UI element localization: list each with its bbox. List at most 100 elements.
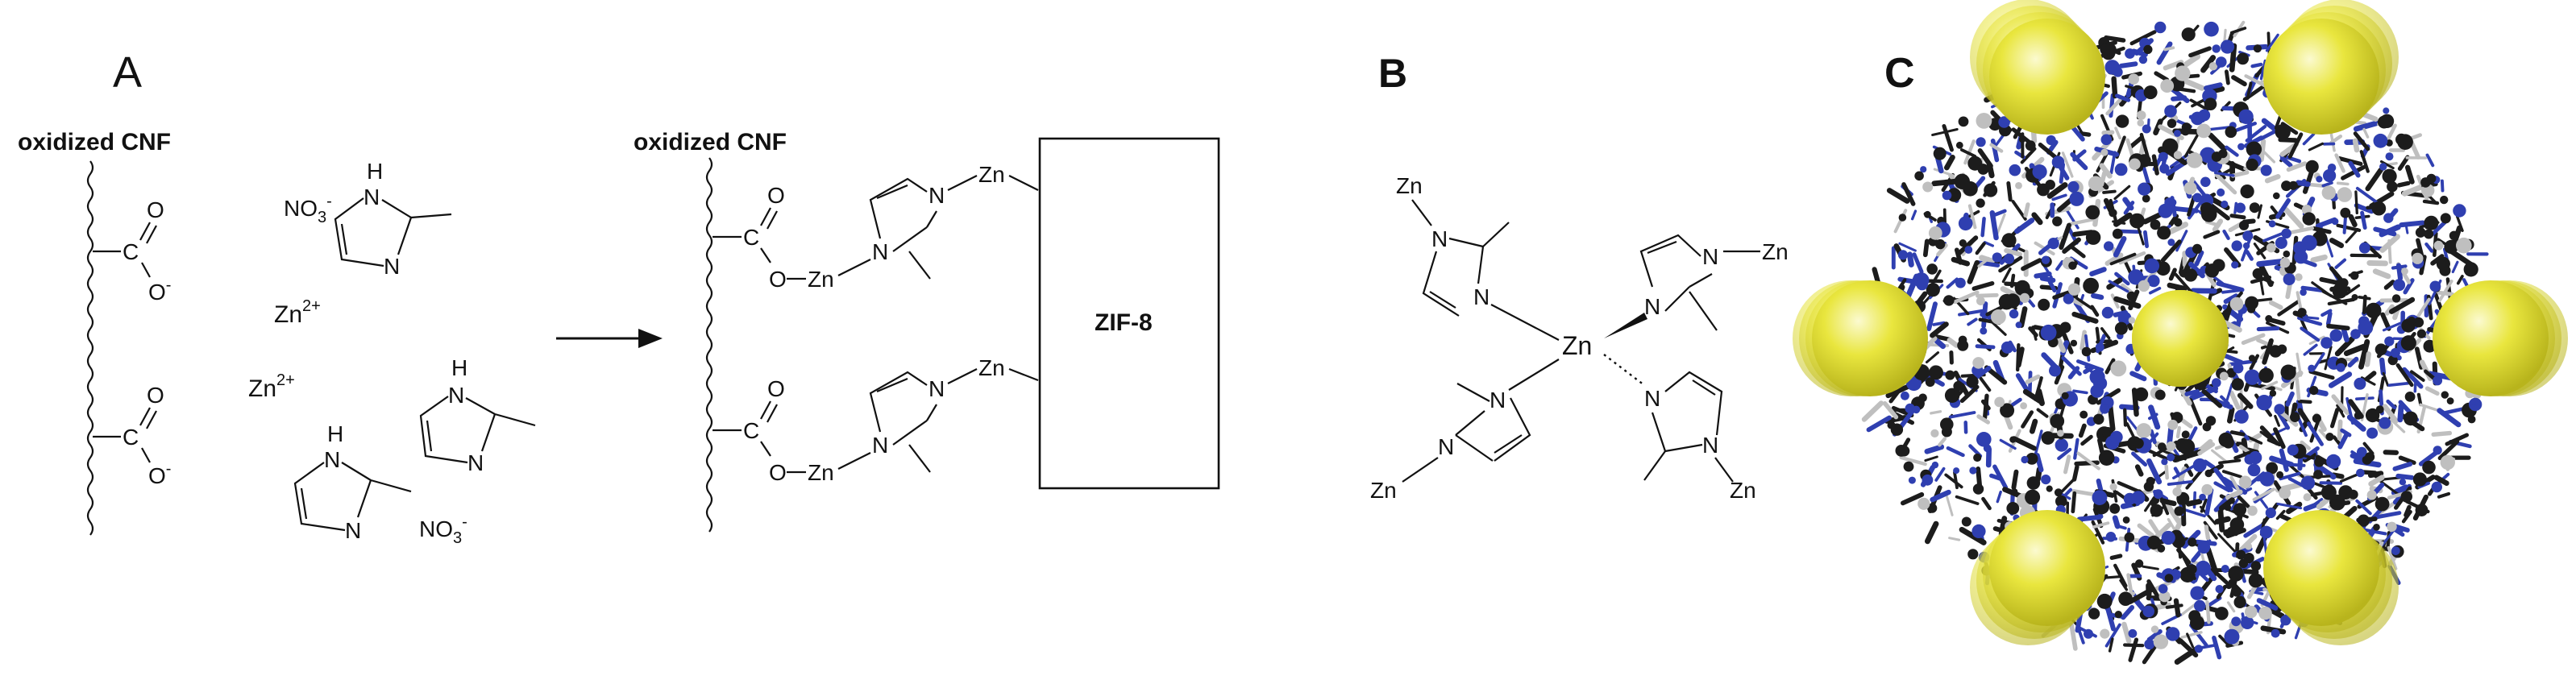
framework-bond	[2226, 601, 2236, 613]
framework-bond	[1934, 466, 1946, 482]
framework-atom	[2167, 238, 2175, 247]
framework-bond	[2437, 439, 2460, 461]
framework-atom	[2373, 133, 2388, 148]
framework-bond	[2023, 202, 2030, 218]
framework-bond	[2073, 437, 2079, 460]
framework-atom	[2258, 606, 2272, 620]
framework-bond	[2114, 126, 2121, 140]
svg-text:N: N	[467, 450, 484, 475]
framework-atom	[2231, 378, 2244, 391]
framework-atom	[2365, 408, 2380, 423]
framework-atom	[2332, 283, 2348, 299]
framework-atom	[2172, 487, 2182, 497]
framework-atom	[1901, 391, 1909, 400]
framework-atom	[1955, 277, 1966, 288]
framework-bond	[2100, 327, 2111, 340]
framework-bond	[2020, 147, 2037, 164]
framework-bond	[2188, 398, 2203, 426]
framework-bond	[2204, 525, 2210, 541]
svg-text:N: N	[1431, 226, 1448, 251]
framework-atom	[2440, 195, 2449, 205]
framework-bond	[2364, 351, 2371, 367]
framework-bond	[1949, 350, 1954, 365]
framework-atom	[2383, 213, 2394, 223]
framework-bond	[2129, 135, 2144, 149]
framework-bond	[2343, 343, 2367, 356]
framework-atom	[2054, 488, 2063, 497]
framework-atom	[2385, 152, 2394, 161]
framework-atom	[2220, 39, 2235, 54]
framework-bond	[2129, 371, 2147, 382]
framework-atom	[2190, 586, 2204, 600]
framework-atom	[2083, 277, 2100, 294]
framework-bond	[2449, 248, 2474, 267]
framework-atom	[2336, 363, 2345, 372]
framework-atom	[2067, 180, 2079, 193]
framework-atom	[2131, 491, 2146, 505]
framework-atom	[2384, 336, 2395, 346]
framework-bond	[1955, 235, 1979, 257]
framework-bond	[2373, 226, 2397, 237]
framework-bond	[2168, 267, 2177, 281]
svg-text:N: N	[324, 447, 340, 472]
framework-atom	[2200, 147, 2216, 164]
framework-atom	[2238, 475, 2252, 489]
framework-atom	[2236, 549, 2246, 560]
framework-atom	[2009, 309, 2019, 319]
framework-bond	[2331, 394, 2350, 415]
framework-atom	[2229, 517, 2245, 532]
pore-sphere	[2263, 510, 2379, 626]
framework-bond	[2397, 155, 2410, 171]
framework-atom	[2320, 484, 2337, 500]
framework-bond	[2375, 511, 2402, 520]
svg-text:O: O	[767, 376, 785, 401]
framework-atom	[2195, 560, 2211, 577]
framework-atom	[2224, 628, 2240, 645]
framework-atom	[2201, 483, 2213, 495]
framework-atom	[1943, 295, 1955, 306]
framework-bond	[2300, 285, 2324, 292]
framework-bond	[2303, 343, 2318, 356]
framework-bond	[2234, 121, 2258, 133]
framework-bond	[1954, 247, 1963, 265]
framework-atom	[2153, 489, 2163, 500]
framework-bond	[2417, 481, 2430, 489]
framework-atom	[2181, 430, 2190, 439]
framework-atom	[2164, 105, 2177, 118]
framework-atom	[2100, 148, 2109, 156]
framework-atom	[2179, 438, 2196, 455]
framework-atom	[2050, 413, 2065, 429]
framework-atom	[2327, 164, 2337, 172]
framework-atom	[2379, 417, 2391, 429]
framework-atom	[2237, 52, 2250, 65]
framework-atom	[2269, 389, 2277, 397]
framework-atom	[2231, 616, 2242, 627]
framework-atom	[2110, 430, 2123, 444]
framework-bond	[2071, 491, 2077, 514]
framework-atom	[1959, 239, 1967, 247]
framework-bond	[2159, 498, 2177, 507]
framework-atom	[2396, 526, 2404, 534]
framework-atom	[2424, 222, 2432, 230]
framework-atom	[2248, 573, 2263, 588]
framework-atom	[2354, 411, 2362, 420]
framework-bond	[2416, 297, 2431, 318]
framework-bond	[2287, 476, 2305, 487]
framework-bond	[2362, 127, 2370, 139]
framework-bond	[1975, 242, 1986, 255]
framework-bond	[2320, 309, 2333, 317]
framework-atom	[2390, 347, 2400, 358]
framework-bond	[2250, 275, 2272, 284]
framework-atom	[2004, 253, 2015, 264]
framework-atom	[2280, 615, 2291, 626]
framework-atom	[2440, 213, 2451, 224]
framework-bond	[2443, 247, 2449, 260]
framework-atom	[1912, 405, 1921, 414]
svg-text:O: O	[767, 183, 785, 208]
framework-atom	[1961, 516, 1971, 527]
framework-bond	[2184, 389, 2200, 396]
framework-atom	[1941, 426, 1952, 437]
framework-atom	[2181, 27, 2196, 42]
reaction-arrow	[556, 329, 663, 348]
